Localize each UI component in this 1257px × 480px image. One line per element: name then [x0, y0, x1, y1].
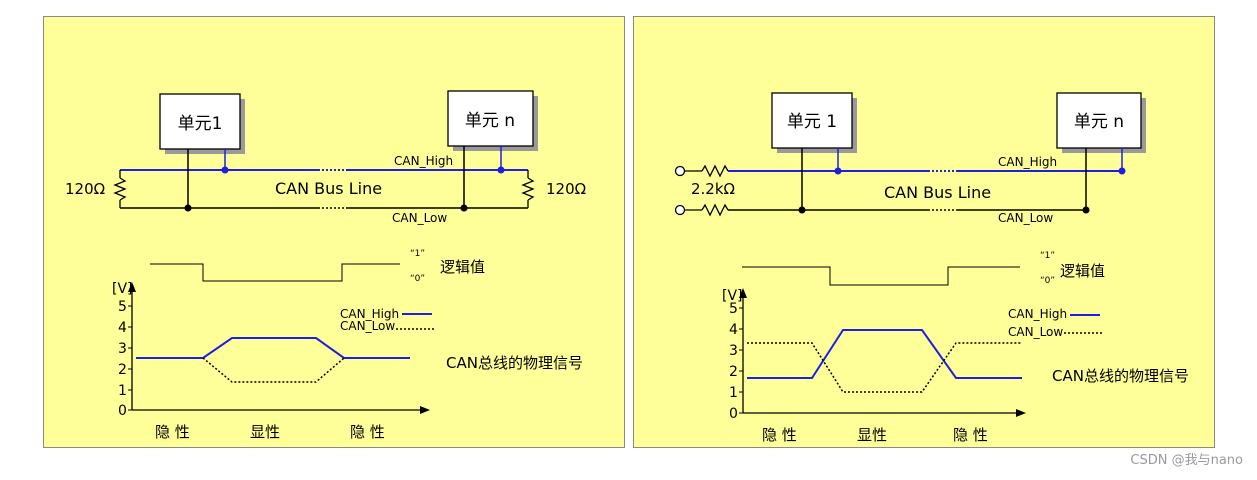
right-logic-0: “0” — [1040, 276, 1055, 286]
right-can-high-signal — [747, 329, 1022, 379]
left-resistor-left-icon — [113, 177, 127, 201]
right-can-low-signal — [747, 342, 1022, 393]
left-resistor-right-icon — [521, 177, 535, 201]
left-unitn-box — [447, 90, 534, 147]
left-legend-high: CAN_High — [340, 307, 399, 321]
right-x-label-2: 隐 性 — [953, 426, 988, 444]
left-res-left-label: 120Ω — [65, 180, 105, 198]
right-signal-label: CAN总线的物理信号 — [1052, 367, 1189, 385]
right-legend-high: CAN_High — [1008, 307, 1067, 321]
right-tick-5: 5 — [729, 301, 738, 317]
left-tick-3: 3 — [118, 341, 127, 357]
left-legend-low: CAN_Low — [340, 319, 395, 333]
right-unit1-label: 单元 1 — [787, 112, 837, 132]
right-terminal-low-icon — [674, 204, 686, 216]
right-tick-4: 4 — [729, 322, 738, 338]
right-can-low-label: CAN_Low — [998, 211, 1053, 225]
right-y-ticks: 0 1 2 3 4 5 — [729, 301, 743, 422]
right-panel — [633, 16, 1215, 448]
right-tick-3: 3 — [729, 343, 738, 359]
left-unitn-label: 单元 n — [465, 111, 515, 131]
left-bus-line-label: CAN Bus Line — [275, 179, 382, 198]
right-tick-0: 0 — [729, 406, 738, 422]
left-can-low-label: CAN_Low — [392, 211, 447, 225]
right-bus-line-label: CAN Bus Line — [884, 183, 991, 202]
right-unit1-box — [771, 92, 853, 149]
left-y-ticks: 0 1 2 3 4 5 — [118, 299, 132, 419]
right-tick-1: 1 — [729, 385, 738, 401]
left-x-label-2: 隐 性 — [350, 423, 385, 441]
right-unitn-box — [1056, 92, 1142, 149]
right-res-label: 2.2kΩ — [691, 180, 735, 198]
left-can-low-signal — [202, 357, 345, 383]
right-x-label-0: 隐 性 — [762, 426, 797, 444]
right-tick-2: 2 — [729, 364, 738, 380]
right-logic-wave — [742, 266, 1020, 286]
left-can-high-label: CAN_High — [394, 154, 453, 168]
right-x-label-1: 显性 — [857, 426, 887, 444]
left-panel — [43, 16, 625, 448]
left-tick-5: 5 — [118, 299, 127, 315]
left-y-unit: [V] — [112, 281, 133, 297]
right-unitn-label: 单元 n — [1074, 112, 1124, 132]
left-tick-4: 4 — [118, 320, 127, 336]
right-logic-label: 逻辑值 — [1060, 262, 1105, 280]
right-resistor-low-icon — [701, 203, 729, 217]
left-x-label-1: 显性 — [250, 423, 280, 441]
right-resistor-high-icon — [701, 164, 729, 178]
left-logic-label: 逻辑值 — [440, 258, 485, 276]
left-unit1-box — [159, 93, 241, 150]
right-legend-low: CAN_Low — [1008, 325, 1063, 339]
left-res-right-label: 120Ω — [546, 180, 586, 198]
left-signal-label: CAN总线的物理信号 — [446, 354, 583, 372]
left-tick-0: 0 — [118, 403, 127, 419]
left-x-label-0: 隐 性 — [155, 423, 190, 441]
left-logic-wave — [150, 263, 400, 282]
left-tick-1: 1 — [118, 383, 127, 399]
left-unit1-label: 单元1 — [178, 114, 223, 134]
right-can-high-label: CAN_High — [998, 155, 1057, 169]
left-diagram: 单元1 单元 n 120Ω 120Ω CAN Bus Line CAN_High — [65, 90, 586, 441]
left-can-high-signal — [136, 337, 410, 359]
right-diagram: 单元 1 单元 n 2.2kΩ CAN Bus Line CAN_High CA… — [674, 92, 1189, 444]
watermark: CSDN @我与nano — [1130, 453, 1243, 468]
right-logic-1: “1” — [1040, 251, 1055, 261]
left-logic-0: “0” — [410, 274, 425, 284]
right-y-unit: [V] — [722, 288, 743, 304]
right-terminal-high-icon — [674, 165, 686, 177]
left-logic-1: “1” — [410, 249, 425, 259]
left-tick-2: 2 — [118, 362, 127, 378]
